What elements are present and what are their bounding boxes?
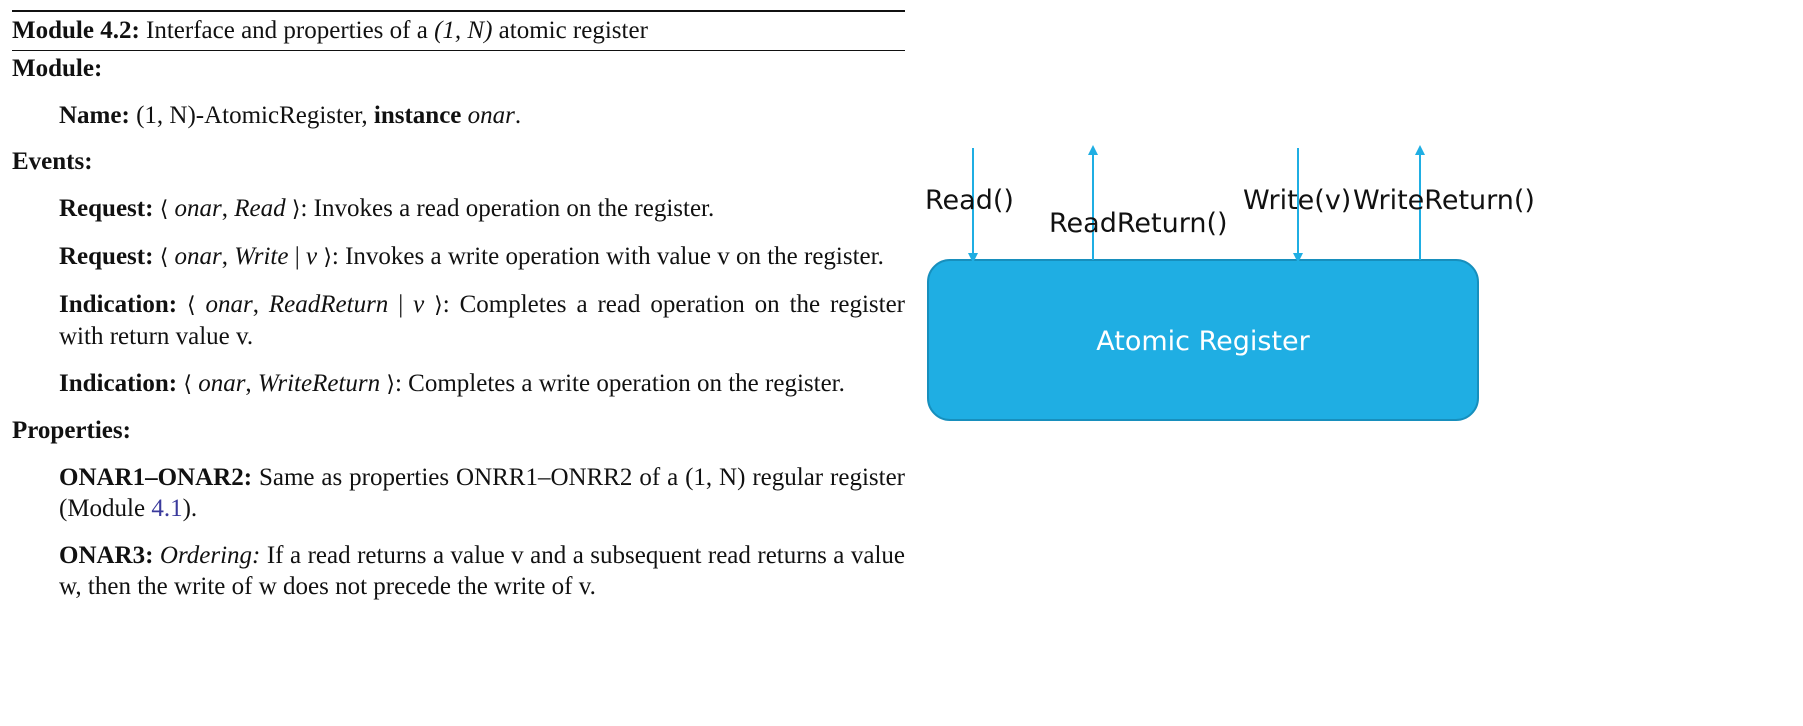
atomic-register-box — [927, 259, 1479, 421]
property-text: Same as properties ONRR1–ONRR2 of a (1, … — [59, 464, 905, 522]
module-name-line: Name: (1, N)-AtomicRegister, instance on… — [59, 100, 905, 131]
property-onar3: ONAR3: Ordering: If a read returns a val… — [59, 540, 905, 602]
event-instance: onar — [205, 291, 253, 318]
event-kind: Indication: — [59, 370, 178, 397]
event-description: : Completes a read operation on the regi… — [59, 291, 905, 350]
property-label: ONAR1–ONAR2: — [59, 464, 253, 491]
event-name: ReadReturn — [268, 291, 389, 318]
read-label: Read() — [925, 185, 1014, 216]
name-period: . — [514, 102, 522, 129]
property-text-end: ). — [182, 495, 198, 522]
property-emphasis: Ordering: — [159, 542, 261, 569]
write-label: Write(v) — [1243, 185, 1351, 216]
event-instance: onar — [174, 243, 222, 270]
event-instance: onar — [198, 370, 246, 397]
module-box: Module 4.2: Interface and properties of … — [12, 10, 905, 602]
event-write-request: Request: ⟨ onar, Write | v ⟩: Invokes a … — [59, 243, 884, 270]
event-instance: onar — [174, 195, 222, 222]
event-name: Write — [234, 243, 289, 270]
event-readreturn-indication: Indication: ⟨ onar, ReadReturn | v ⟩: Co… — [59, 291, 905, 350]
properties-heading: Properties: — [12, 417, 131, 444]
property-label: ONAR3: — [59, 542, 154, 569]
event-param: v — [305, 243, 318, 270]
event-kind: Indication: — [59, 291, 178, 318]
event-param: v — [413, 291, 425, 318]
module-title-post: atomic register — [492, 17, 648, 44]
event-read-request: Request: ⟨ onar, Read ⟩: Invokes a read … — [59, 195, 715, 222]
event-name: Read — [234, 195, 286, 222]
event-description: : Invokes a write operation with value v… — [331, 243, 884, 270]
top-rule — [12, 10, 905, 12]
title-rule — [12, 50, 905, 51]
event-kind: Request: — [59, 243, 154, 270]
register-diagram: Atomic Register Read() ReadReturn() Writ… — [925, 145, 1535, 421]
instance-label: instance — [373, 102, 462, 129]
atomic-register-label: Atomic Register — [1096, 326, 1310, 357]
name-text: -AtomicRegister, — [195, 102, 374, 129]
event-name: WriteReturn — [257, 370, 381, 397]
name-label: Name: — [59, 102, 130, 129]
module-title-math: (1, N) — [434, 17, 493, 44]
writereturn-label: WriteReturn() — [1353, 185, 1535, 216]
event-description: : Completes a write operation on the reg… — [394, 370, 845, 397]
module-reference-link[interactable]: 4.1 — [151, 495, 183, 522]
event-writereturn-indication: Indication: ⟨ onar, WriteReturn ⟩: Compl… — [59, 370, 845, 397]
module-number: Module 4.2: — [12, 17, 140, 44]
readreturn-label: ReadReturn() — [1049, 208, 1228, 239]
event-description: : Invokes a read operation on the regist… — [300, 195, 715, 222]
name-math: (1, N) — [136, 102, 196, 129]
module-title-pre: Interface and properties of a — [139, 17, 435, 44]
property-onar1-2: ONAR1–ONAR2: Same as properties ONRR1–ON… — [59, 462, 905, 524]
property-text: If a read returns a value v and a subseq… — [59, 542, 905, 600]
instance-name: onar — [467, 102, 515, 129]
events-heading: Events: — [12, 148, 93, 175]
module-heading: Module: — [12, 55, 103, 82]
module-title: Module 4.2: Interface and properties of … — [12, 12, 905, 46]
event-kind: Request: — [59, 195, 154, 222]
